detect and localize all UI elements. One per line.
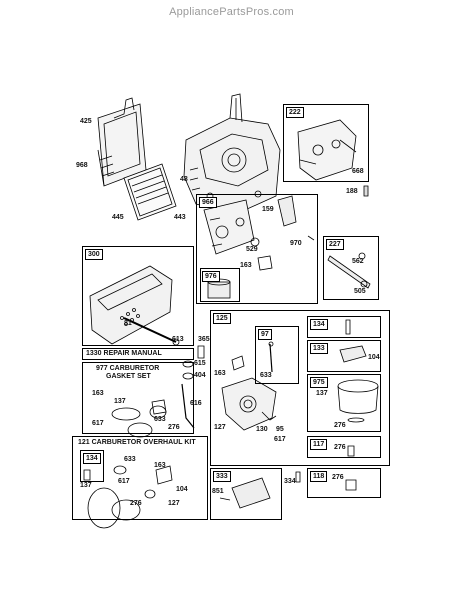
tag-133: 133 [310, 343, 328, 354]
tag-300: 300 [85, 249, 103, 260]
callout-127b: 127 [168, 500, 180, 507]
callout-276d: 276 [168, 424, 180, 431]
tag-125: 125 [213, 313, 231, 324]
group-box-97 [255, 326, 299, 384]
group-box-gasket-set [82, 362, 194, 434]
callout-163b: 163 [214, 370, 226, 377]
callout-81: 81 [124, 320, 132, 327]
group-box-overhaul-kit [72, 436, 208, 520]
overhaul-kit-label: 121 CARBURETOR OVERHAUL KIT [78, 439, 196, 446]
tag-966: 966 [199, 197, 217, 208]
callout-617b: 617 [92, 420, 104, 427]
group-box-333 [210, 468, 282, 520]
group-box-125 [210, 310, 390, 466]
callout-404: 404 [194, 372, 206, 379]
callout-276e: 276 [130, 500, 142, 507]
crankcase-cover-drawing [203, 195, 315, 271]
repair-manual-label: 1330 REPAIR MANUAL [86, 350, 162, 357]
tag-222: 222 [286, 107, 304, 118]
group-box-966 [196, 194, 318, 304]
group-box-overhaul-134 [80, 450, 104, 482]
tag-134a: 134 [310, 319, 328, 330]
group-box-227 [323, 236, 379, 300]
callout-48: 48 [180, 176, 188, 183]
group-box-117 [307, 436, 381, 458]
group-box-976 [200, 268, 240, 302]
callout-616: 616 [190, 400, 202, 407]
tag-134b: 134 [83, 453, 101, 464]
group-box-133 [307, 340, 381, 372]
tag-117: 117 [310, 439, 328, 450]
tag-118: 118 [310, 471, 328, 482]
callout-968: 968 [76, 162, 88, 169]
gasket-set-label-line2: GASKET SET [106, 373, 151, 380]
callout-104b: 104 [176, 486, 188, 493]
callout-163c: 163 [92, 390, 104, 397]
callout-137b: 137 [114, 398, 126, 405]
watermark: AppliancePartsPros.com [169, 6, 294, 18]
carburetor-drawing [221, 355, 277, 431]
callout-633a: 633 [260, 372, 272, 379]
callout-334: 334 [284, 478, 296, 485]
callout-615: 615 [194, 360, 206, 367]
tag-975: 975 [310, 377, 328, 388]
group-box-134a [307, 316, 381, 338]
gasket-set-label-line1: 977 CARBURETOR [96, 365, 160, 372]
air-filter-drawing [123, 163, 177, 221]
air-cleaner-base-drawing [97, 97, 147, 187]
group-box-repair-manual [82, 348, 194, 360]
group-box-222 [283, 104, 369, 182]
callout-633b: 633 [154, 416, 166, 423]
governor-bracket-drawing [297, 119, 357, 181]
callout-425: 425 [80, 118, 92, 125]
group-box-300 [82, 246, 194, 346]
callout-130: 130 [256, 426, 268, 433]
callout-851: 851 [212, 488, 224, 495]
cylinder-block-drawing [183, 93, 281, 215]
callout-617c: 617 [118, 478, 130, 485]
callout-163d: 163 [154, 462, 166, 469]
callout-505: 505 [354, 288, 366, 295]
tag-227: 227 [326, 239, 344, 250]
callout-276c: 276 [332, 474, 344, 481]
tag-333: 333 [213, 471, 231, 482]
callout-613: 613 [172, 336, 184, 343]
callout-562: 562 [352, 258, 364, 265]
callout-445: 445 [112, 214, 124, 221]
callout-633c: 633 [124, 456, 136, 463]
callout-668: 668 [352, 168, 364, 175]
callout-188: 188 [346, 188, 358, 195]
tag-97: 97 [258, 329, 272, 340]
callout-970: 970 [290, 240, 302, 247]
callout-159: 159 [262, 206, 274, 213]
callout-163a: 163 [240, 262, 252, 269]
callout-276a: 276 [334, 422, 346, 429]
callout-137c: 137 [80, 482, 92, 489]
group-box-975 [307, 374, 381, 432]
callout-137a: 137 [316, 390, 328, 397]
callout-276b: 276 [334, 444, 346, 451]
callout-127a: 127 [214, 424, 226, 431]
callout-365: 365 [198, 336, 210, 343]
callout-443: 443 [174, 214, 186, 221]
callout-529: 529 [246, 246, 258, 253]
tag-976: 976 [202, 271, 220, 282]
callout-104a: 104 [368, 354, 380, 361]
callout-617a: 617 [274, 436, 286, 443]
callout-95: 95 [276, 426, 284, 433]
group-box-118 [307, 468, 381, 498]
